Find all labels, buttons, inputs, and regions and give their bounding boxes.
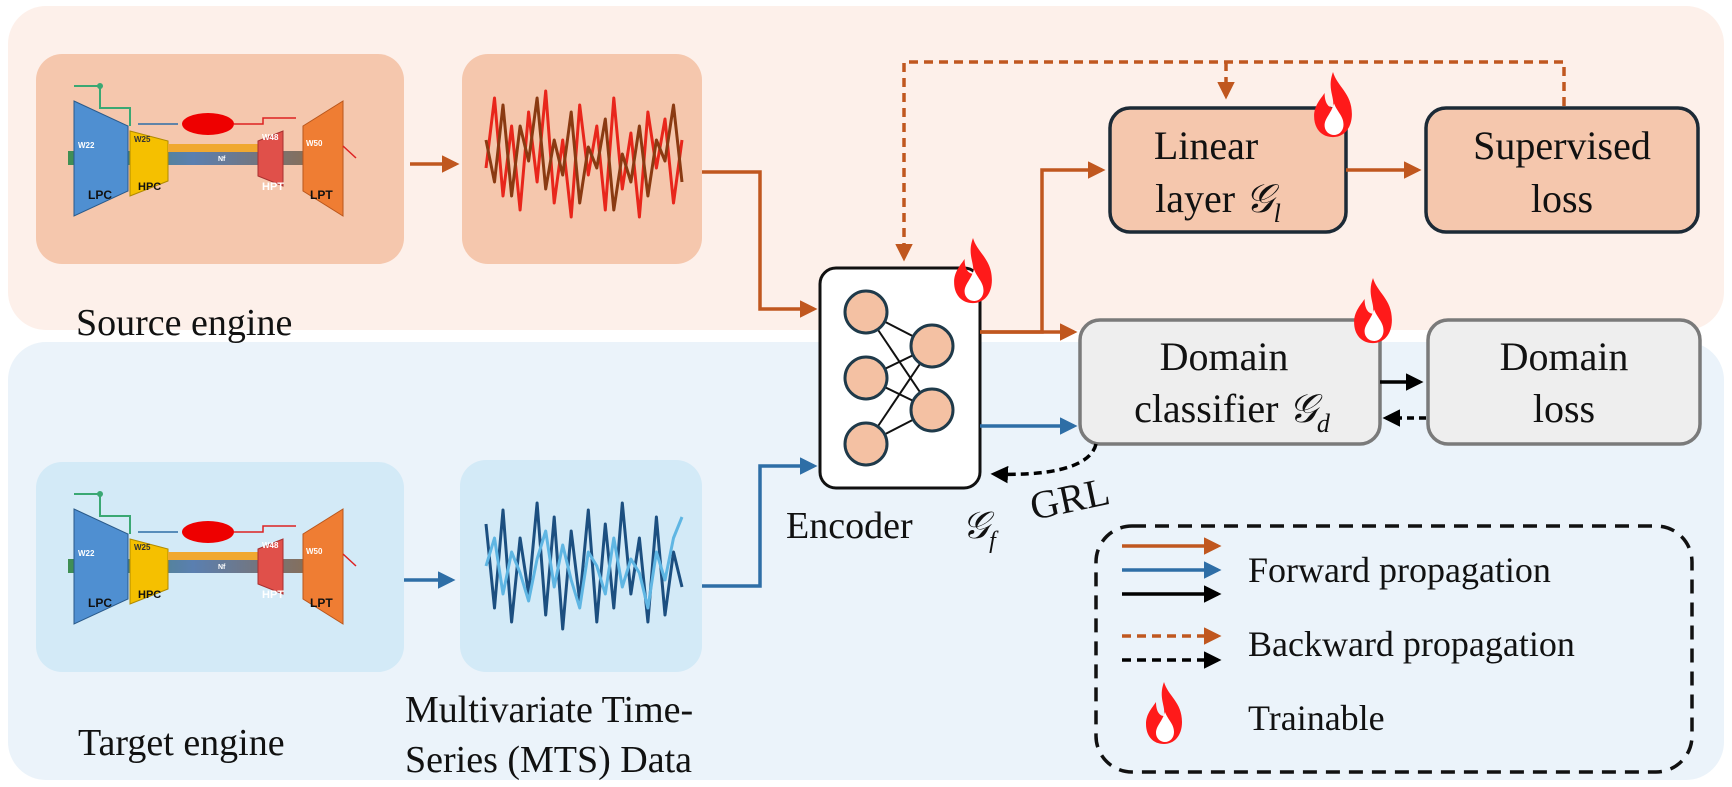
domain-loss-line2: loss (1533, 386, 1595, 431)
engine-label-lpc: LPC (88, 596, 112, 610)
legend-forward: Forward propagation (1248, 550, 1551, 590)
mts-label-line1: Multivariate Time- (405, 689, 693, 731)
legend-backward: Backward propagation (1248, 624, 1575, 664)
supervised-loss-block (1424, 106, 1700, 234)
arrow-source-mts-to-encoder (702, 170, 818, 318)
linear-layer-line1: Linear (1154, 123, 1258, 168)
time-series-line (484, 96, 684, 212)
target-engine-image: LPC HPC HPT LPT W22 W25 W48 W50 Nf (36, 462, 404, 672)
source-engine-image: LPC HPC HPT LPT W22 W25 W48 W50 Nf (36, 54, 404, 264)
source-mts-plot (484, 89, 684, 219)
linear-layer-line2: layer 𝒢l (1155, 176, 1281, 228)
supervised-loss-line1: Supervised (1473, 123, 1651, 168)
mts-label-line2: Series (MTS) Data (405, 739, 692, 781)
arrow-target-mts-to-encoder (702, 457, 818, 588)
engine-shaft-label: Nf (218, 156, 226, 163)
backward-supervised-path (895, 60, 1566, 262)
encoder-network-icon (843, 289, 955, 467)
source-engine-label: Source engine (76, 302, 292, 344)
engine-shaft-label: Nf (218, 564, 226, 571)
grl-backward-arrow (990, 443, 1098, 484)
domain-classifier-line1: Domain (1160, 334, 1289, 379)
engine-station-w50: W50 (306, 547, 323, 556)
domain-loss-line1: Domain (1500, 334, 1629, 379)
engine-label-hpt: HPT (262, 181, 284, 193)
target-engine-label: Target engine (78, 722, 285, 764)
target-mts-box (460, 460, 702, 672)
engine-label-hpt: HPT (262, 589, 284, 601)
time-series-line (484, 89, 684, 219)
target-panel (8, 342, 1724, 780)
engine-station-w22: W22 (78, 141, 95, 150)
engine-label-lpt: LPT (310, 596, 333, 610)
engine-label-lpc: LPC (88, 188, 112, 202)
encoder-block (818, 266, 982, 490)
engine-label-hpc: HPC (138, 589, 161, 601)
engine-label-lpt: LPT (310, 188, 333, 202)
encoder-label: Encoder (786, 505, 913, 547)
engine-station-w50: W50 (306, 139, 323, 148)
engine-station-w25: W25 (134, 543, 151, 552)
engine-station-w48: W48 (262, 541, 279, 550)
supervised-loss-line2: loss (1531, 176, 1593, 221)
domain-loss-block (1426, 318, 1702, 446)
domain-classifier-line2: classifier 𝒢d (1134, 386, 1331, 438)
engine-station-w22: W22 (78, 549, 95, 558)
time-series-line (484, 516, 684, 610)
legend-trainable: Trainable (1248, 698, 1385, 738)
engine-label-hpc: HPC (138, 181, 161, 193)
source-panel (8, 6, 1724, 330)
engine-station-w25: W25 (134, 135, 151, 144)
source-mts-box (462, 54, 702, 264)
engine-station-w48: W48 (262, 133, 279, 142)
target-mts-plot (484, 501, 684, 631)
legend: Forward propagation Backward propagation… (1094, 524, 1694, 774)
